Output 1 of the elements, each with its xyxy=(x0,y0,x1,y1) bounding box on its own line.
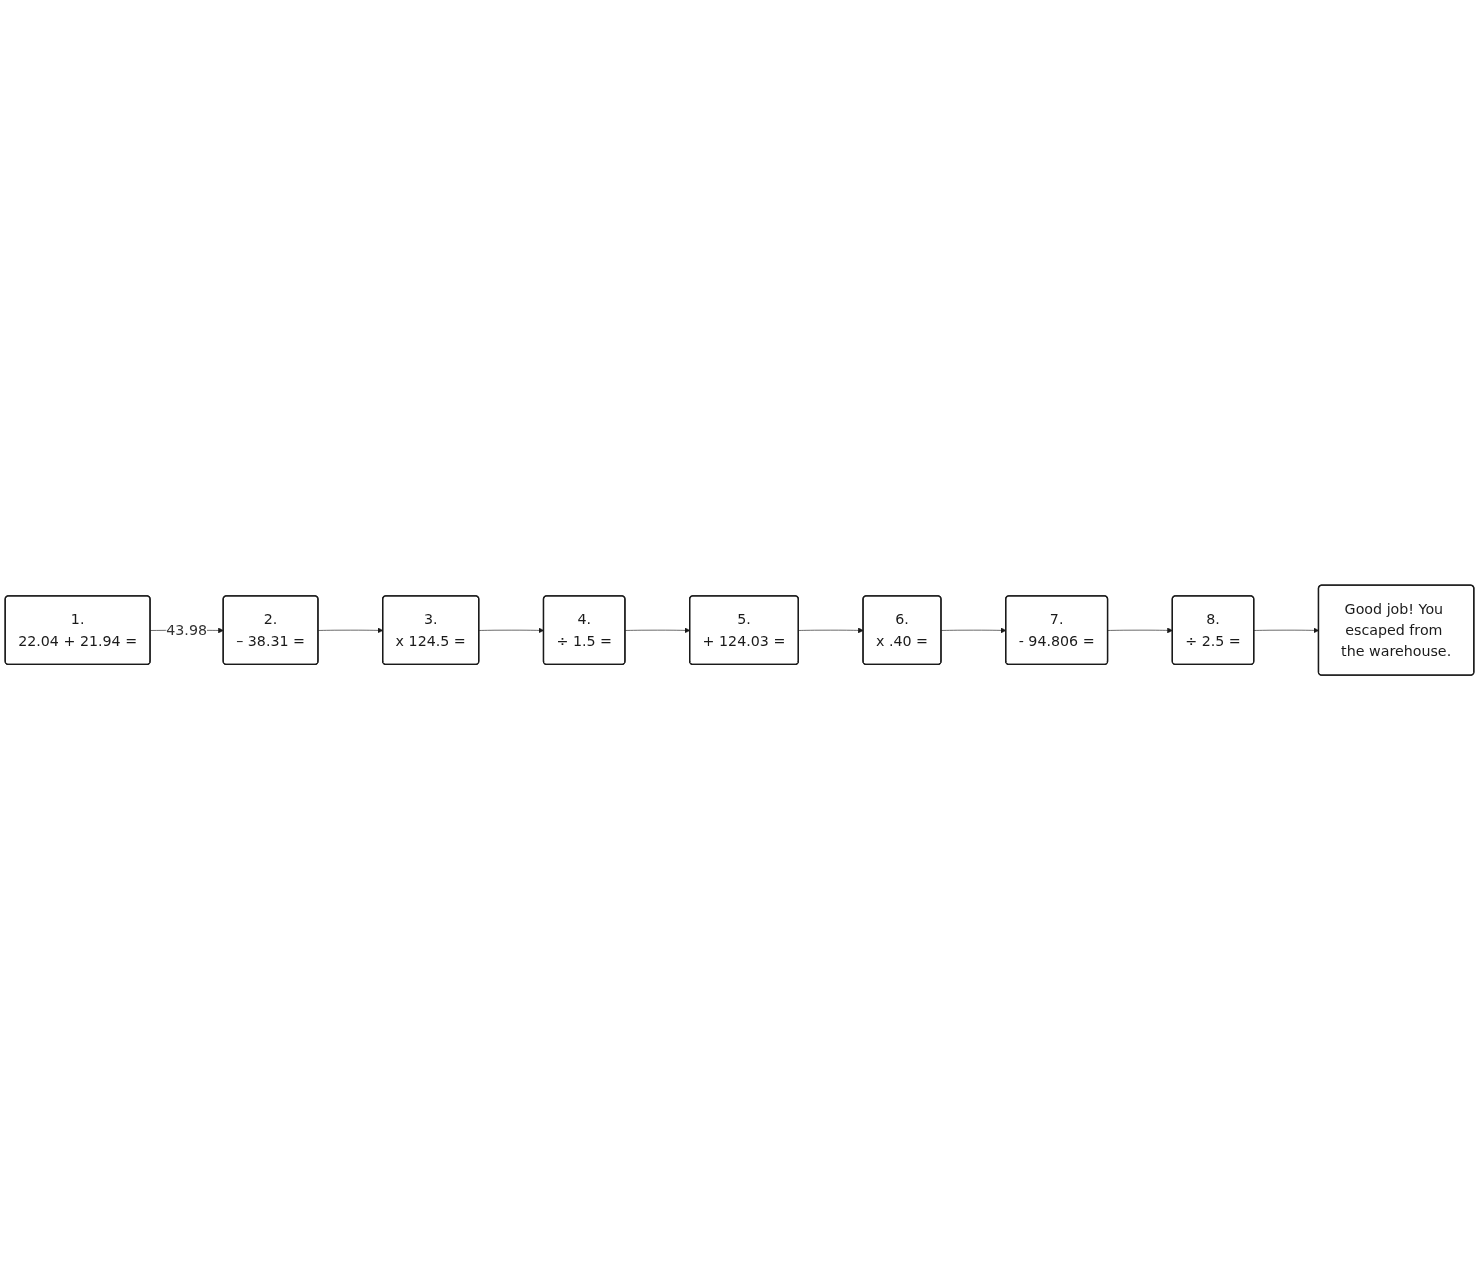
edge-label: 43.98 xyxy=(166,622,207,639)
